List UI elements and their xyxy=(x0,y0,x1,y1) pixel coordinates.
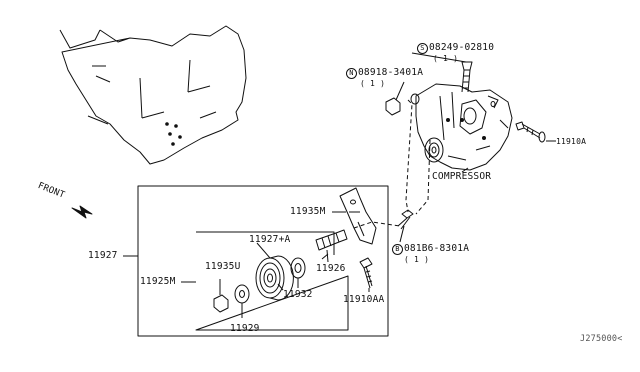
b-quantity: ( 1 ) xyxy=(404,255,430,264)
label-11910a: 11910A xyxy=(556,137,587,146)
label-11935m: 11935M xyxy=(290,206,326,217)
n-part-number: 08918-3401A xyxy=(358,67,424,78)
s-part-number: 08249-02810 xyxy=(429,42,495,53)
bolt-11910aa xyxy=(359,257,373,289)
n-symbol: N xyxy=(346,68,357,79)
label-11929: 11929 xyxy=(230,323,260,334)
engine-block xyxy=(59,25,247,165)
s-symbol: S xyxy=(417,43,428,54)
bolt-081b6 xyxy=(397,209,414,230)
nut-11935u xyxy=(213,294,229,313)
assembly-box-11927 xyxy=(137,185,389,337)
assembly-box-11925m xyxy=(195,231,349,331)
label-11927a: 11927+A xyxy=(249,234,291,245)
diagram-code: J275000< xyxy=(580,334,623,344)
label-11926: 11926 xyxy=(316,263,346,274)
nut-08918 xyxy=(385,97,401,116)
stud-11927a xyxy=(315,229,348,263)
label-11935u: 11935U xyxy=(205,261,241,272)
s-quantity: ( 1 ) xyxy=(433,54,459,63)
bolt-11910a xyxy=(515,121,546,143)
n-quantity: ( 1 ) xyxy=(360,79,386,88)
label-11910aa: 11910AA xyxy=(343,294,385,305)
compressor-body xyxy=(410,83,513,171)
label-11925m: 11925M xyxy=(140,276,176,287)
label-11927: 11927 xyxy=(88,250,118,261)
b-part-number: 081B6-8301A xyxy=(404,243,470,254)
washer-11929 xyxy=(234,284,250,304)
front-arrow xyxy=(71,205,93,219)
label-compressor: COMPRESSOR xyxy=(432,171,492,182)
b-symbol: B xyxy=(392,244,403,255)
label-11932: 11932 xyxy=(283,289,313,300)
bracket-11935m xyxy=(339,187,377,245)
washer-11932 xyxy=(290,257,306,279)
idler-pulley xyxy=(255,255,294,301)
